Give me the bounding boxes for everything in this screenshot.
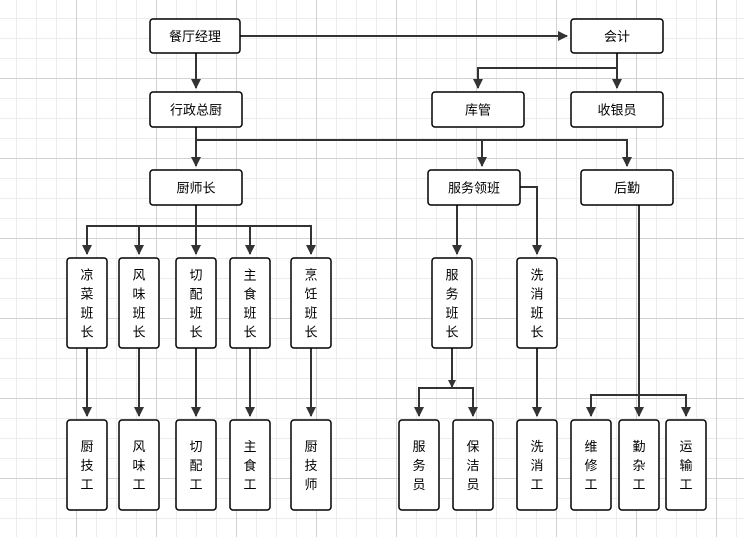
node-box	[516, 257, 558, 349]
node-label: 维修工	[584, 440, 597, 493]
node-box	[431, 91, 525, 128]
node-box	[66, 419, 108, 511]
node-label: 勤杂工	[632, 440, 645, 493]
node-label: 风味班长	[132, 269, 145, 341]
node-maintenance[interactable]: 维修工	[570, 419, 612, 511]
node-label: 餐厅经理	[169, 29, 221, 45]
node-cold-dish-lead[interactable]: 凉菜班长	[66, 257, 108, 349]
node-label: 服务领班	[448, 181, 500, 197]
node-cleaner[interactable]: 保洁员	[452, 419, 494, 511]
node-label: 主食工	[243, 440, 256, 493]
node-label: 风味工	[132, 440, 145, 493]
node-box	[149, 169, 243, 206]
edge-service-team-lead-to-waiter	[414, 348, 453, 417]
node-box	[570, 91, 664, 128]
node-kitchen-worker[interactable]: 厨技工	[66, 419, 108, 511]
node-label: 凉菜班长	[80, 269, 93, 341]
node-label: 主食班长	[243, 269, 256, 341]
node-cooking-lead[interactable]: 烹饪班长	[290, 257, 332, 349]
edge-accountant-to-warehouse	[473, 53, 618, 89]
node-label: 切配工	[189, 440, 202, 493]
node-box	[175, 257, 217, 349]
node-box	[290, 419, 332, 511]
node-head-chef[interactable]: 厨师长	[149, 169, 243, 206]
node-box	[118, 419, 160, 511]
connector-layer	[82, 31, 691, 417]
node-box	[118, 257, 160, 349]
edge-exec-chef-to-logistics	[195, 127, 632, 167]
node-box	[290, 257, 332, 349]
node-cutting-worker[interactable]: 切配工	[175, 419, 217, 511]
node-transport[interactable]: 运输工	[665, 419, 707, 511]
node-label: 切配班长	[189, 269, 202, 341]
node-box	[618, 419, 660, 511]
node-box	[149, 18, 241, 54]
node-box	[175, 419, 217, 511]
node-flavor-worker[interactable]: 风味工	[118, 419, 160, 511]
node-handyman[interactable]: 勤杂工	[618, 419, 660, 511]
node-exec-chef[interactable]: 行政总厨	[149, 91, 243, 128]
arrowhead-service-branch	[448, 380, 456, 388]
node-chef-tech[interactable]: 厨技师	[290, 419, 332, 511]
node-label: 库管	[465, 103, 491, 119]
node-label: 洗消班长	[530, 269, 543, 341]
node-label: 厨技师	[304, 440, 317, 493]
node-flavor-lead[interactable]: 风味班长	[118, 257, 160, 349]
node-box	[570, 419, 612, 511]
node-accountant[interactable]: 会计	[570, 18, 664, 54]
node-service-lead[interactable]: 服务领班	[427, 169, 521, 206]
node-warehouse[interactable]: 库管	[431, 91, 525, 128]
node-staple-lead[interactable]: 主食班长	[229, 257, 271, 349]
edge-head-chef-to-cooking-lead	[195, 205, 316, 255]
node-box	[516, 419, 558, 511]
node-label: 洗消工	[530, 440, 543, 493]
node-label: 厨技工	[80, 440, 93, 493]
edge-logistics-to-maintenance	[586, 205, 640, 417]
node-label: 烹饪班长	[304, 269, 317, 341]
node-box	[427, 169, 521, 206]
edge-service-team-lead-to-cleaner	[451, 348, 478, 417]
node-label: 厨师长	[176, 182, 215, 197]
node-cutting-lead[interactable]: 切配班长	[175, 257, 217, 349]
node-washer[interactable]: 洗消工	[516, 419, 558, 511]
edge-service-lead-to-washing-lead	[520, 186, 542, 255]
node-box	[665, 419, 707, 511]
node-label: 后勤	[614, 182, 640, 197]
node-manager[interactable]: 餐厅经理	[149, 18, 241, 54]
edge-head-chef-to-flavor-lead	[134, 205, 197, 255]
node-box	[229, 257, 271, 349]
edge-exec-chef-to-service-lead	[195, 127, 487, 167]
node-box	[229, 419, 271, 511]
node-box	[398, 419, 440, 511]
node-label: 运输工	[679, 440, 692, 493]
node-staple-worker[interactable]: 主食工	[229, 419, 271, 511]
node-label: 服务班长	[445, 269, 458, 341]
node-label: 收银员	[597, 104, 636, 119]
node-waiter[interactable]: 服务员	[398, 419, 440, 511]
node-service-team-lead[interactable]: 服务班长	[431, 257, 473, 349]
node-cashier[interactable]: 收银员	[570, 91, 664, 128]
edge-head-chef-to-staple-lead	[195, 205, 255, 255]
node-box	[66, 257, 108, 349]
node-box	[580, 169, 674, 206]
node-label: 行政总厨	[170, 104, 222, 119]
edge-head-chef-to-cold-dish-lead	[82, 205, 197, 255]
node-box	[149, 91, 243, 128]
node-label: 服务员	[412, 440, 425, 493]
edge-logistics-to-transport	[638, 205, 691, 417]
node-box	[452, 419, 494, 511]
node-washing-lead[interactable]: 洗消班长	[516, 257, 558, 349]
node-box	[570, 18, 664, 54]
node-label: 会计	[604, 30, 630, 45]
node-box	[431, 257, 473, 349]
node-logistics[interactable]: 后勤	[580, 169, 674, 206]
node-label: 保洁员	[466, 440, 479, 493]
